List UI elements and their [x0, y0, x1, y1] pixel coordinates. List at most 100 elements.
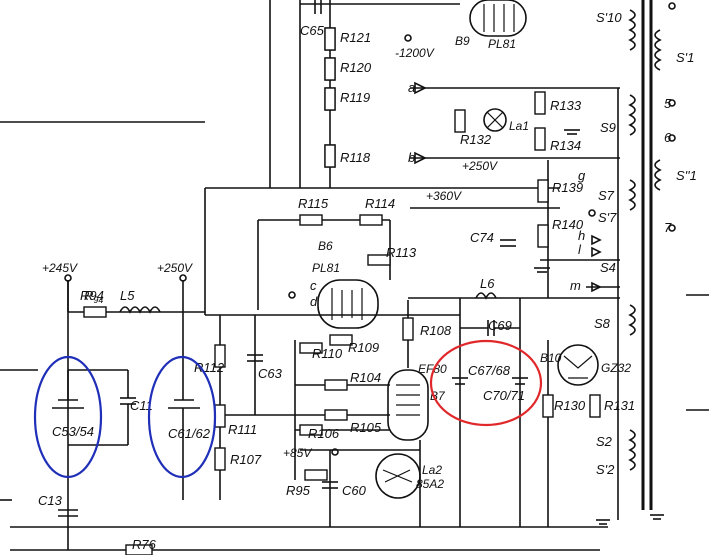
- label-r119: R119: [340, 90, 370, 105]
- label-b6: B6: [318, 239, 333, 253]
- resistor-r113: [367, 254, 391, 266]
- tubes: [317, 0, 599, 499]
- label-r106: R106: [308, 426, 340, 441]
- label-b10: B10: [540, 351, 562, 365]
- terminal-b: b: [408, 150, 415, 165]
- resistor-r94: [83, 306, 107, 318]
- terminal-g: g: [578, 168, 586, 183]
- resistors: R94: [83, 0, 601, 555]
- label-b9: B9: [455, 34, 470, 48]
- label-v250b: +250V: [462, 159, 498, 173]
- label-c61-62: C61/62: [168, 426, 211, 441]
- inductor-l5: [119, 306, 161, 314]
- label-s4: S4: [600, 260, 616, 275]
- label-s8: S8: [594, 316, 611, 331]
- label-r115: R115: [298, 196, 329, 211]
- highlights: [33, 339, 543, 479]
- terminal-c: c: [310, 278, 317, 293]
- tube-la2: [375, 453, 421, 499]
- resistor-r104: [324, 379, 348, 391]
- resistor-r111: [214, 404, 226, 428]
- resistor-r134: [534, 127, 546, 151]
- resistor-r114: [359, 214, 383, 226]
- label-r76: R76: [132, 537, 157, 552]
- label-v245: +245V: [42, 261, 78, 275]
- highlight-c67-c70: [429, 339, 543, 427]
- label-r133: R133: [550, 98, 582, 113]
- label-r95: R95: [286, 483, 311, 498]
- resistor-r95: [304, 469, 328, 481]
- resistor-r109: [329, 334, 353, 346]
- lamp-la1: [483, 108, 507, 132]
- label-v250: +250V: [157, 261, 193, 275]
- highlight-c61-62: [147, 355, 217, 479]
- label-c69: C69: [488, 318, 512, 333]
- resistor-r132: [454, 109, 466, 133]
- label-vneg1200: -1200V: [395, 46, 435, 60]
- resistor-r130: [542, 394, 554, 418]
- label-r134: R134: [550, 138, 581, 153]
- label-r94: R94: [80, 288, 104, 303]
- label-r109: R109: [348, 340, 379, 355]
- label-r104: R104: [350, 370, 381, 385]
- label-b9-type: PL81: [488, 37, 516, 51]
- label-r114: R114: [365, 196, 395, 211]
- label-r105: R105: [350, 420, 382, 435]
- highlight-c53-54: [33, 355, 103, 479]
- tube-b10: [557, 344, 599, 386]
- label-s10: S'10: [596, 10, 622, 25]
- terminal-l: l: [578, 242, 582, 257]
- label-b6-type: PL81: [312, 261, 340, 275]
- terminal-d: d: [310, 294, 318, 309]
- terminal-6: 6: [664, 130, 672, 145]
- resistor-r140: [537, 224, 549, 248]
- tube-b6: [317, 279, 379, 329]
- resistor-r107: [214, 447, 226, 471]
- label-b7-type: EF80: [418, 362, 447, 376]
- grounds: [0, 129, 709, 525]
- label-la2: La2: [422, 463, 442, 477]
- label-c60: C60: [342, 483, 367, 498]
- label-r111: R111: [228, 422, 257, 437]
- label-s9: S9: [600, 120, 616, 135]
- terminals: [64, 2, 676, 456]
- labels: +245V +250V +360V -1200V +250V +85V B6 P…: [38, 10, 697, 552]
- label-r139: R139: [552, 180, 583, 195]
- label-c65: C65: [300, 23, 325, 38]
- resistor-r139: [537, 179, 549, 203]
- terminal-a: a: [408, 80, 415, 95]
- label-s2p: S'2: [596, 462, 615, 477]
- label-r131: R131: [604, 398, 635, 413]
- inductors: [119, 9, 662, 471]
- label-r130: R130: [554, 398, 586, 413]
- label-s1pp: S''1: [676, 168, 697, 183]
- label-b10-type: GZ32: [601, 361, 631, 375]
- label-c53-54: C53/54: [52, 424, 94, 439]
- label-r121: R121: [340, 30, 371, 45]
- terminal-m: m: [570, 278, 581, 293]
- label-c70-71: C70/71: [483, 388, 525, 403]
- label-s7p: S'7: [598, 210, 617, 225]
- label-c11: C11: [130, 398, 153, 413]
- label-v85: +85V: [283, 446, 312, 460]
- label-l6: L6: [480, 276, 495, 291]
- resistor-r108: [402, 317, 414, 341]
- label-s1: S'1: [676, 50, 694, 65]
- label-la2-type: 85A2: [416, 477, 444, 491]
- terminal-7: 7: [664, 220, 672, 235]
- label-c63: C63: [258, 366, 283, 381]
- label-c67-68: C67/68: [468, 363, 511, 378]
- inductor-l6: [475, 292, 497, 300]
- tube-b9: [469, 0, 527, 37]
- label-r112: R112: [194, 360, 225, 375]
- label-s2: S2: [596, 434, 613, 449]
- capacitors: [52, 0, 528, 517]
- wires: [0, 0, 653, 551]
- label-r110: R110: [312, 346, 343, 361]
- resistor-r110: [299, 342, 323, 354]
- label-r118: R118: [340, 150, 371, 165]
- label-r107: R107: [230, 452, 262, 467]
- label-r108: R108: [420, 323, 452, 338]
- resistor-r105: [324, 409, 348, 421]
